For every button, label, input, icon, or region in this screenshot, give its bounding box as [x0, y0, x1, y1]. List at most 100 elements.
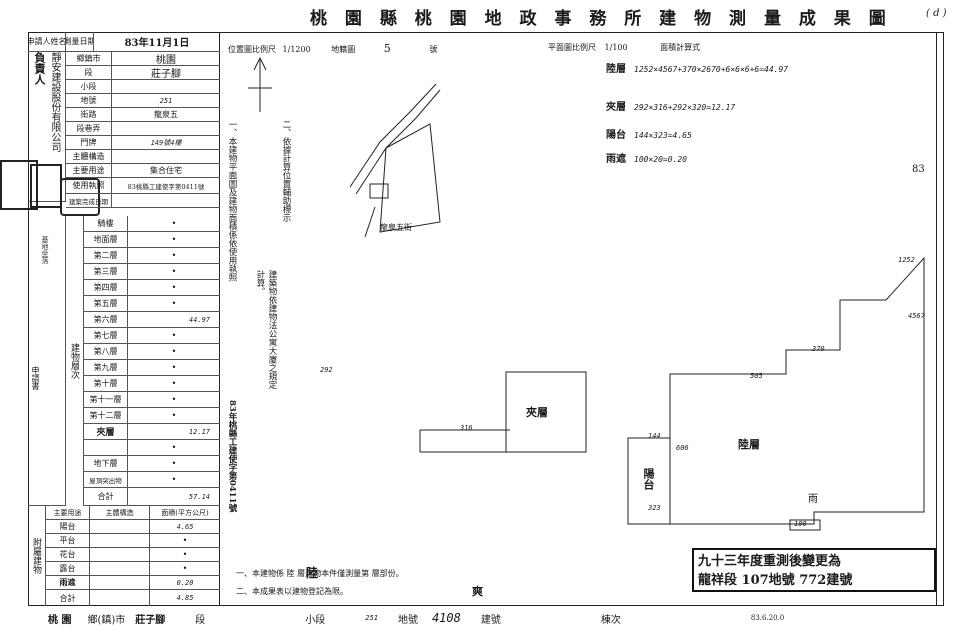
info-row-value [112, 122, 220, 135]
corner-mark: ( d ) [926, 8, 947, 19]
floor-row: 屋頂突出物 [84, 472, 220, 488]
calc-label: 陽台 [606, 130, 626, 141]
dim-label: 370 [812, 345, 825, 353]
info-row: 建築完成日期 [66, 194, 220, 208]
sideways-code: 83 [912, 164, 925, 175]
dim-label: 606 [676, 444, 689, 452]
floor-row [84, 440, 220, 456]
floor-label: 第九層 [84, 360, 128, 375]
accessory-header-row: 主要用途 主體構造 面積(平方公尺) [46, 506, 220, 520]
info-row-label: 段 [66, 66, 112, 79]
accessory-header-structure: 主體構造 [90, 506, 150, 519]
floor-row: 第四層 [84, 280, 220, 296]
footer-county: 桃 園 [48, 614, 72, 626]
responsible-column: 負責人 靜安建設股份有限公司 [28, 52, 66, 202]
footnote-2: 二、本成果表以建物登記為限。 [236, 587, 348, 596]
floor-row: 第七層 [84, 328, 220, 344]
dim-label: 316 [460, 424, 473, 432]
floor-row: 第十二層 [84, 408, 220, 424]
floor-label: 合計 [84, 488, 128, 505]
footer-building-no: 4108 [431, 611, 461, 625]
footnote-1-floor: 陸 [306, 566, 319, 580]
info-row-value [112, 194, 220, 207]
floor-label: 夾層 [84, 424, 128, 439]
floor-row: 地下層 [84, 456, 220, 472]
info-row: 使用執照 83桃縣工建使字第0411號 [66, 178, 220, 194]
footer-land-no: 251 [365, 614, 378, 622]
map-sheet-label: 地籍圖 [331, 45, 356, 54]
document-title: 桃 園 縣 桃 園 地 政 事 務 所 建 物 測 量 成 果 圖 [310, 9, 892, 29]
responsible-label: 負責人 [33, 52, 46, 85]
info-row-value: 集合住宅 [150, 166, 182, 175]
accessory-use: 合計 [46, 590, 90, 606]
info-row: 主要用途 集合住宅 [66, 164, 220, 178]
building-label: 建物層次 [69, 343, 79, 379]
info-row-label: 小段 [66, 80, 112, 93]
floor-value [128, 328, 220, 343]
floor-row: 地面層 [84, 232, 220, 248]
location-scale: 1/1200 [282, 45, 311, 54]
dim-label: 505 [750, 372, 763, 380]
info-row-value [112, 80, 220, 93]
floor-value [128, 392, 220, 407]
floor-value: 44.97 [188, 315, 210, 324]
accessory-side-column: 附屬建物 [28, 506, 46, 606]
floor-value [128, 456, 220, 471]
dim-label: 1252 [898, 256, 915, 264]
main-floor-outline [627, 256, 925, 531]
info-row-label: 地號 [66, 94, 112, 107]
floor-label: 第六層 [84, 312, 128, 327]
dim-label: 100 [794, 520, 807, 528]
floor-row: 第六層 44.97 [84, 312, 220, 328]
floor-label [84, 440, 128, 455]
floor-label: 第十層 [84, 376, 128, 391]
floor-row: 第二層 [84, 248, 220, 264]
side-note-1: 一、本建物平面圖及建物面積係依使用執照 [227, 120, 237, 282]
floor-row: 第十一層 [84, 392, 220, 408]
floor-label: 第三層 [84, 264, 128, 279]
dim-label: 323 [648, 504, 661, 512]
info-row-value: 251 [159, 96, 173, 105]
info-row-label: 使用執照 [66, 178, 112, 193]
dim-label: 144 [648, 432, 661, 440]
floor-row: 騎樓 [84, 216, 220, 232]
floor-label: 地下層 [84, 456, 128, 471]
applicant-label: 申請人姓名 [28, 32, 66, 51]
floor-value: 57.14 [188, 492, 210, 501]
calc-label: 陸層 [606, 64, 626, 75]
floor-value [128, 216, 220, 231]
stamp-line-1: 九十三年度重測後變更為 [698, 554, 842, 569]
footer-row: 桃 園 鄉(鎮)市 莊子腳 段 小段 251 地號 4108 建號 棟次 83.… [28, 606, 944, 630]
company-name: 靜安建設股份有限公司 [49, 52, 60, 152]
mezzanine-label: 夾層 [526, 406, 548, 419]
floor-value [128, 360, 220, 375]
floor-label: 地面層 [84, 232, 128, 247]
floor-row: 第九層 [84, 360, 220, 376]
footnote-2-tail: 爽 [472, 585, 483, 598]
accessory-value: 0.20 [176, 578, 194, 587]
accessory-value [150, 534, 220, 547]
info-row: 段巷弄 [66, 122, 220, 136]
info-row-value: 莊子腳 [151, 69, 181, 79]
floor-label: 第八層 [84, 344, 128, 359]
info-row-value: 83桃縣工建使字第0411號 [127, 182, 205, 191]
floor-value [128, 344, 220, 359]
plan-scale-row: 平面圖比例尺 1/100 面積計算式 [548, 42, 700, 53]
building-side-column: 建物層次 [66, 216, 84, 506]
floor-row: 第十層 [84, 376, 220, 392]
floor-value [128, 264, 220, 279]
stamp-line-2: 龍祥段 107地號 772建號 [698, 573, 853, 588]
survey-date-label: 測量日期 [66, 32, 94, 51]
accessory-value [150, 562, 220, 575]
info-row: 主體構造 [66, 150, 220, 164]
footer-section: 莊子腳 [135, 614, 166, 626]
accessory-use: 雨遮 [46, 576, 90, 589]
info-row-value: 龍泉五 [154, 110, 178, 119]
info-row-label: 街路 [66, 108, 112, 121]
info-row-label: 主要用途 [66, 164, 112, 177]
form-header-row: 申請人姓名 測量日期 83年11月1日 [28, 32, 220, 52]
